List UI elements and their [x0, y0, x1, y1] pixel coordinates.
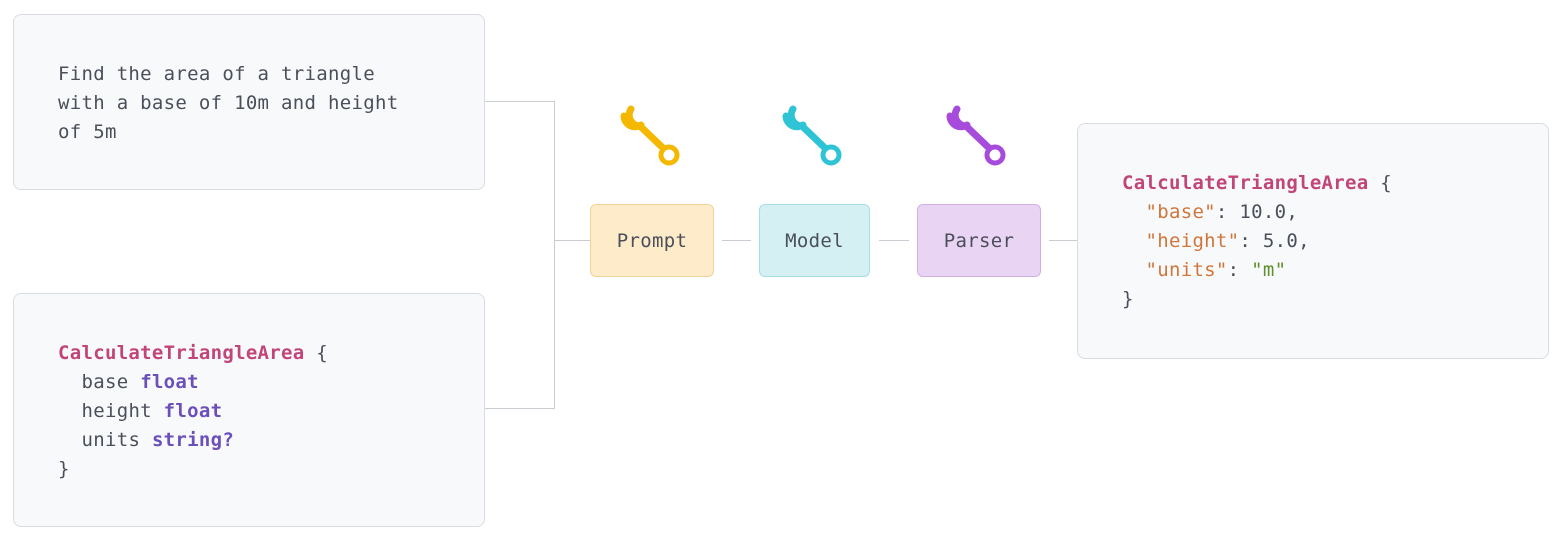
connector-line	[485, 101, 555, 102]
connector-line	[554, 101, 555, 409]
step-label: Parser	[943, 229, 1015, 252]
schema-type-name: CalculateTriangleArea	[58, 342, 305, 364]
output-type-name: CalculateTriangleArea	[1122, 172, 1369, 194]
schema-field-name: units	[81, 429, 141, 451]
pipeline-step-prompt: Prompt	[590, 204, 714, 277]
output-value: 10.0,	[1239, 201, 1299, 223]
schema-close-brace: }	[58, 458, 70, 480]
pipeline-step-parser: Parser	[917, 204, 1041, 277]
output-open-brace: {	[1380, 172, 1393, 194]
schema-code: CalculateTriangleArea { base float heigh…	[58, 339, 328, 484]
connector-line	[555, 240, 590, 241]
output-card: CalculateTriangleArea { "base": 10.0, "h…	[1077, 123, 1549, 359]
prompt-line: of 5m	[58, 121, 117, 143]
schema-field-name: base	[81, 371, 129, 393]
output-value: "m"	[1251, 259, 1287, 281]
output-close-brace: }	[1122, 288, 1134, 310]
output-key: "base"	[1145, 201, 1216, 223]
connector-line	[722, 240, 751, 241]
wrench-icon	[782, 105, 842, 166]
output-code: CalculateTriangleArea { "base": 10.0, "h…	[1122, 172, 1393, 310]
schema-card: CalculateTriangleArea { base float heigh…	[13, 293, 485, 527]
wrench-icon	[620, 105, 680, 166]
output-key: "height"	[1145, 230, 1240, 252]
prompt-text: Find the area of a triangle with a base o…	[58, 60, 398, 147]
schema-field-name: height	[81, 400, 152, 422]
connector-line	[879, 240, 909, 241]
schema-open-brace: {	[316, 342, 329, 364]
step-label: Model	[785, 229, 844, 252]
schema-field-type: float	[140, 371, 199, 393]
output-key: "units"	[1145, 259, 1228, 281]
schema-field-type: string?	[151, 429, 235, 451]
schema-field-type: float	[163, 400, 223, 422]
prompt-line: with a base of 10m and height	[58, 92, 399, 114]
step-label: Prompt	[616, 229, 688, 252]
connector-line	[485, 408, 555, 409]
connector-line	[1049, 240, 1077, 241]
wrench-icon	[946, 105, 1006, 166]
prompt-card: Find the area of a triangle with a base o…	[13, 14, 485, 190]
prompt-line: Find the area of a triangle	[58, 63, 375, 85]
output-value: 5.0,	[1262, 230, 1310, 252]
pipeline-step-model: Model	[759, 204, 870, 277]
